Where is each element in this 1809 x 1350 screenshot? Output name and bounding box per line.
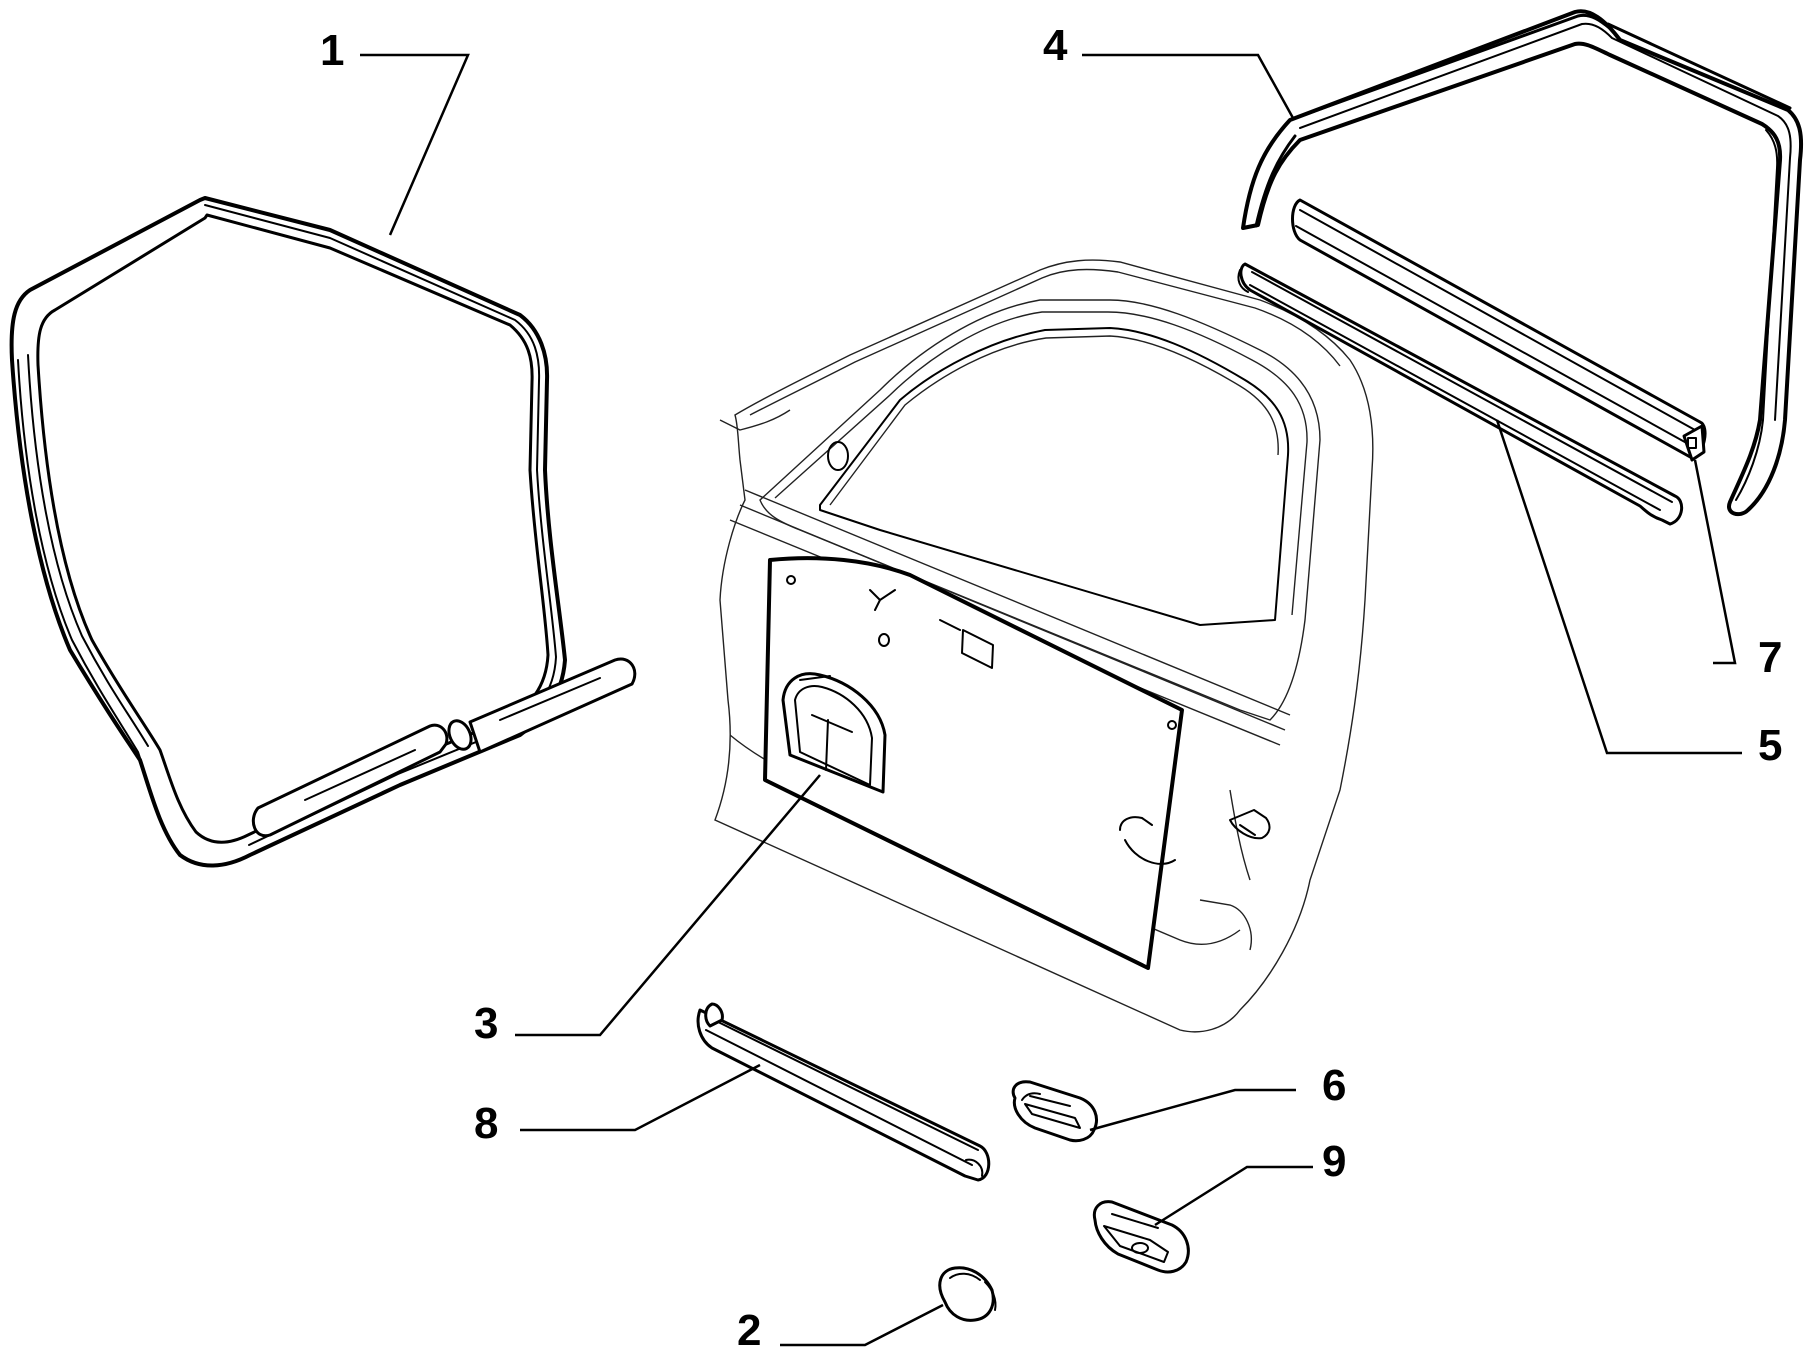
callout-1: 1	[320, 26, 344, 75]
callout-8: 8	[474, 1099, 498, 1148]
leader-7	[1693, 459, 1737, 665]
part-2-push-clip	[938, 1266, 997, 1322]
leader-lines	[360, 53, 1742, 1347]
part-8-lower-seal-strip	[696, 1002, 991, 1182]
part-9-oval-clip	[1092, 1200, 1190, 1274]
callout-9: 9	[1322, 1137, 1346, 1186]
callout-2: 2	[737, 1306, 761, 1350]
leader-8	[520, 1063, 761, 1132]
callout-4: 4	[1043, 21, 1068, 70]
leader-9	[1154, 1165, 1313, 1227]
part-3-door-shell	[714, 259, 1374, 1033]
part-1-door-seal	[9, 196, 637, 868]
leader-3	[515, 774, 821, 1037]
callout-5: 5	[1758, 721, 1782, 770]
leader-4	[1082, 53, 1295, 119]
callout-labels: 1 4 7 5 3 8 6 9 2	[320, 21, 1782, 1350]
callout-7: 7	[1758, 633, 1782, 682]
callout-6: 6	[1322, 1061, 1346, 1110]
leader-5	[1495, 419, 1742, 755]
leader-2	[780, 1303, 944, 1347]
part-5-inner-belt-strip	[1237, 262, 1684, 526]
part-7-outer-belt-strip	[1291, 198, 1707, 462]
part-4-window-channel	[1241, 9, 1804, 517]
part-6-oval-plug	[1011, 1080, 1098, 1143]
leader-6	[1089, 1088, 1296, 1132]
callout-3: 3	[474, 999, 498, 1048]
leader-1	[360, 53, 470, 236]
